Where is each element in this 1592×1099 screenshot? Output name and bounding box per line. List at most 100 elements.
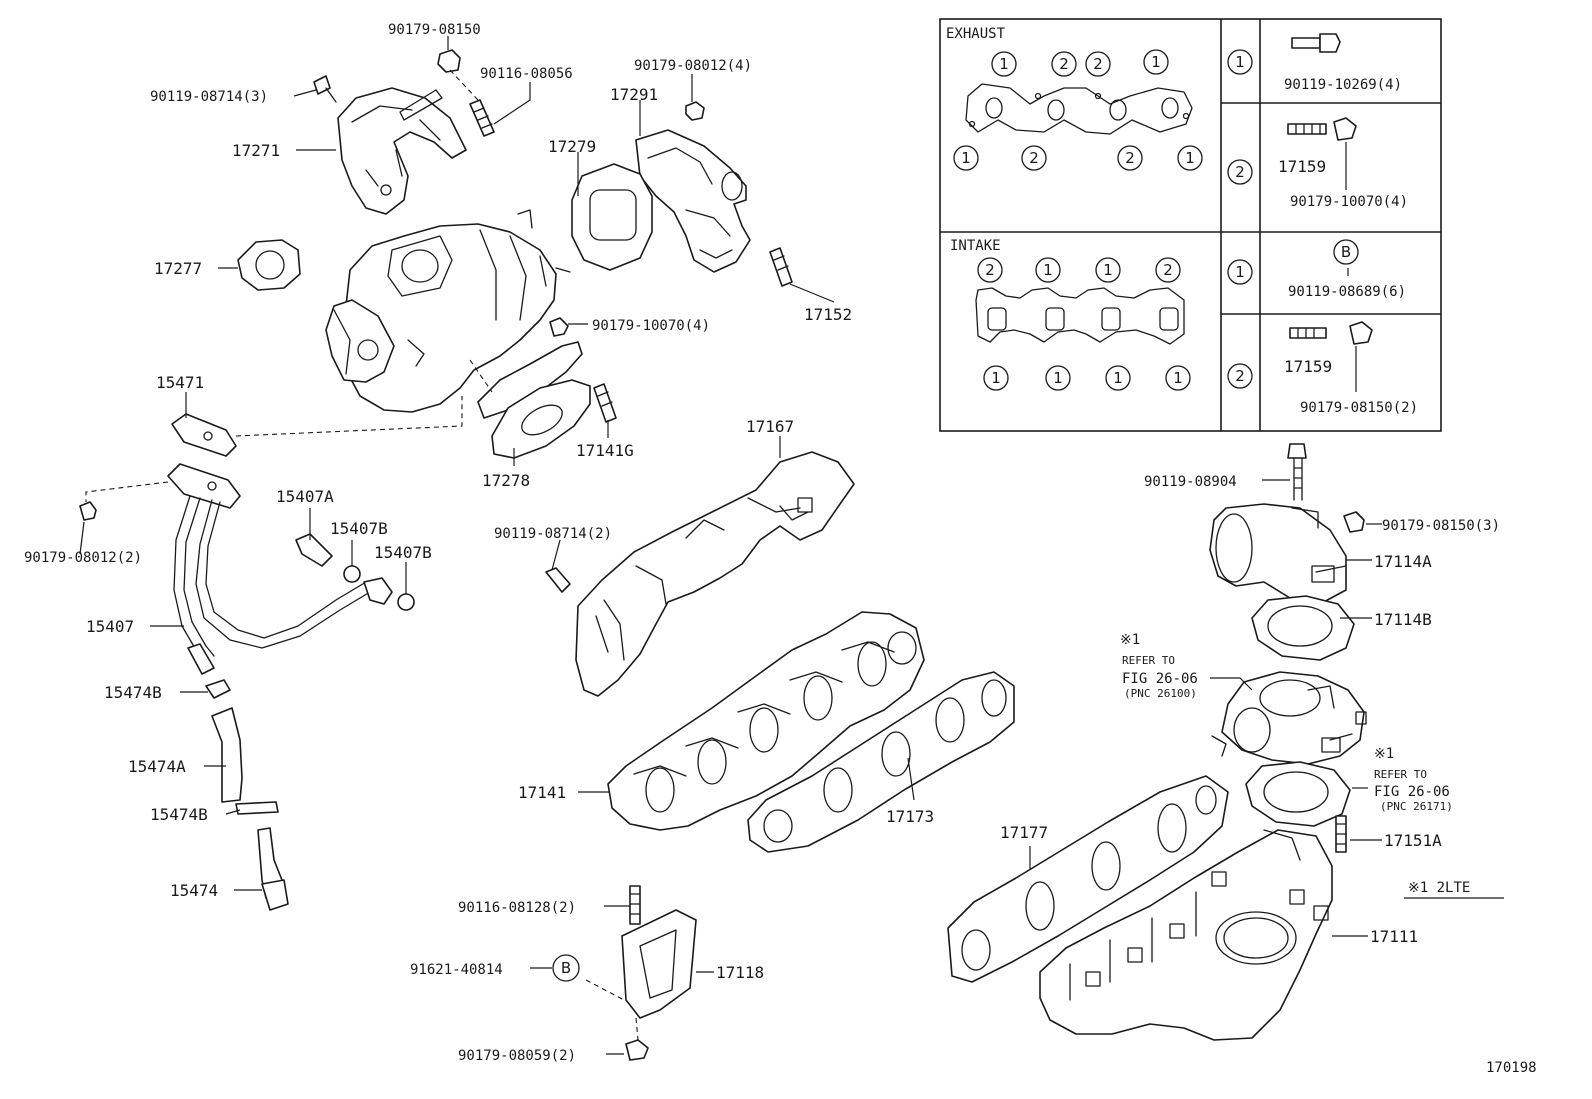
reference-callout-2: ※1 REFER TO FIG 26-06 (PNC 26171) xyxy=(1374,746,1453,813)
label-17279: 17279 xyxy=(548,137,596,156)
refer2-line2: FIG 26-06 xyxy=(1374,784,1450,800)
washer-15407B-2 xyxy=(397,593,415,611)
label-17111: 17111 xyxy=(1370,927,1418,946)
bolt-90119-08904 xyxy=(1287,443,1307,501)
gasket-17177 xyxy=(947,775,1229,983)
nut-90179-08059-2 xyxy=(625,1039,649,1061)
label-90119-08714-3: 90119-08714(3) xyxy=(150,89,268,105)
intake-row1-mark: B xyxy=(1341,243,1351,261)
label-15407B-2: 15407B xyxy=(374,543,432,562)
exhaust-row1-part: 90119-10269(4) xyxy=(1284,77,1402,93)
footnote-2ltE: ※1 2LTE xyxy=(1408,880,1470,896)
intake-row2-key: 2 xyxy=(1235,367,1245,385)
label-91621-40814: 91621-40814 xyxy=(410,962,503,978)
label-15471: 15471 xyxy=(156,373,204,392)
exhaust-bottom-mark-3: 2 xyxy=(1125,149,1135,167)
exhaust-top-mark-4: 1 xyxy=(1151,53,1161,71)
exhaust-row2-stud: 17159 xyxy=(1278,157,1326,176)
stud-17141G xyxy=(593,383,617,423)
label-17152: 17152 xyxy=(804,305,852,324)
label-15407B-1: 15407B xyxy=(330,519,388,538)
oil-pipe-flange xyxy=(167,463,241,509)
hose-15474A xyxy=(211,707,243,803)
exhaust-elbow-17291 xyxy=(635,129,751,273)
stud-17152 xyxy=(769,247,793,287)
gasket-17279 xyxy=(571,163,653,271)
intake-row2-nut: 90179-08150(2) xyxy=(1300,400,1418,416)
refer1-line3: (PNC 26100) xyxy=(1124,687,1197,700)
pipe-15474 xyxy=(257,827,289,911)
refer2-mark: ※1 xyxy=(1374,746,1394,762)
callout-b-bracket: B xyxy=(552,954,580,982)
gasket-17278 xyxy=(491,379,591,459)
turbo-outlet-flange xyxy=(477,341,583,419)
exhaust-bottom-mark-1: 1 xyxy=(961,149,971,167)
table-intake-title: INTAKE xyxy=(950,238,1001,254)
exhaust-manifold-17141 xyxy=(607,611,925,831)
label-17278: 17278 xyxy=(482,471,530,490)
union-bolt-15407A xyxy=(295,533,333,567)
intake-bottom-mark-4: 1 xyxy=(1173,369,1183,387)
label-15407: 15407 xyxy=(86,617,134,636)
turbocharger xyxy=(325,209,571,413)
intake-row1-part: 90119-08689(6) xyxy=(1288,284,1406,300)
exhaust-top-mark-3: 2 xyxy=(1093,55,1103,73)
gasket-17173 xyxy=(747,671,1015,853)
label-90119-08714-2: 90119-08714(2) xyxy=(494,526,612,542)
label-17118: 17118 xyxy=(716,963,764,982)
oil-pipe-15407 xyxy=(173,495,371,675)
leader-lines xyxy=(79,36,1504,1055)
label-90116-08128-2: 90116-08128(2) xyxy=(458,900,576,916)
intake-row1-key: 1 xyxy=(1235,263,1245,281)
gasket-15471 xyxy=(171,413,237,457)
exhaust-top-mark-2: 2 xyxy=(1059,55,1069,73)
callout-b-text: B xyxy=(561,959,571,977)
throttle-body-reference xyxy=(1211,671,1367,765)
label-15407A: 15407A xyxy=(276,487,334,506)
manifold-stay-17118 xyxy=(621,909,697,1019)
label-17173: 17173 xyxy=(886,807,934,826)
label-17114A: 17114A xyxy=(1374,552,1432,571)
stud-90116-08128-2 xyxy=(629,885,641,925)
label-17114B: 17114B xyxy=(1374,610,1432,629)
intake-top-mark-4: 2 xyxy=(1163,261,1173,279)
clamp-15474B-bottom xyxy=(235,801,279,815)
label-17141G: 17141G xyxy=(576,441,634,460)
throttle-body-gasket-reference xyxy=(1245,761,1351,827)
intake-bottom-mark-1: 1 xyxy=(991,369,1001,387)
label-17167: 17167 xyxy=(746,417,794,436)
intake-top-mark-1: 2 xyxy=(985,261,995,279)
intake-bottom-mark-2: 1 xyxy=(1053,369,1063,387)
intake-elbow-17114A xyxy=(1209,503,1347,613)
label-15474B-2: 15474B xyxy=(150,805,208,824)
label-90179-08150-3: 90179-08150(3) xyxy=(1382,518,1500,534)
label-15474A: 15474A xyxy=(128,757,186,776)
label-90179-08059-2: 90179-08059(2) xyxy=(458,1048,576,1064)
intake-top-mark-2: 1 xyxy=(1043,261,1053,279)
bolt-90119-08714-3 xyxy=(313,75,337,103)
gasket-17114B xyxy=(1251,595,1355,661)
label-15474B-1: 15474B xyxy=(104,683,162,702)
fastener-table xyxy=(939,18,1442,432)
nut-90179-08150-top xyxy=(437,49,461,73)
gasket-17277 xyxy=(237,239,301,291)
label-17291: 17291 xyxy=(610,85,658,104)
label-90116-08056: 90116-08056 xyxy=(480,66,573,82)
clamp-15474B-top xyxy=(205,679,231,699)
label-17141: 17141 xyxy=(518,783,566,802)
nut-90179-08012-2 xyxy=(79,501,97,521)
label-90179-08150-top: 90179-08150 xyxy=(388,22,481,38)
label-90179-08012-2: 90179-08012(2) xyxy=(24,550,142,566)
refer1-mark: ※1 xyxy=(1120,632,1140,648)
bolt-90119-08714-2 xyxy=(545,567,571,593)
label-90119-08904: 90119-08904 xyxy=(1144,474,1237,490)
label-17271: 17271 xyxy=(232,141,280,160)
intake-row2-stud: 17159 xyxy=(1284,357,1332,376)
nut-90179-08150-3 xyxy=(1343,511,1365,533)
label-17277: 17277 xyxy=(154,259,202,278)
exhaust-row2-key: 2 xyxy=(1235,163,1245,181)
nut-90179-10070-4 xyxy=(549,317,569,337)
label-90179-10070-4: 90179-10070(4) xyxy=(592,318,710,334)
nut-90179-08012-4 xyxy=(685,101,705,121)
